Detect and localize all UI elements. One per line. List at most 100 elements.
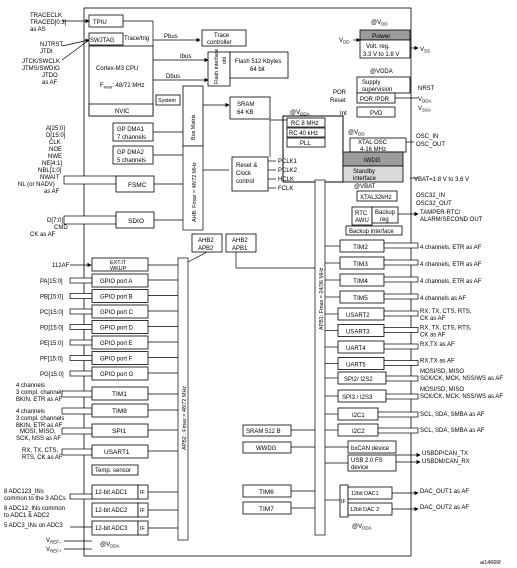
- usart-signal: CK as AF: [420, 316, 446, 322]
- gpio-port-block: [91, 320, 149, 334]
- gpio-port-label: GPIO port D: [100, 326, 134, 332]
- bxcan-label: bxCAN device: [351, 446, 390, 452]
- spi-signal: SCK/CK, MCK, NSS/WS as AF: [420, 376, 503, 382]
- apb1-fmax-label: APB1: Fmax = 24/36 MHz: [319, 267, 325, 330]
- gpio-pin-label: PB[15:0]: [40, 295, 63, 301]
- tim7-label: TIM7: [259, 506, 274, 513]
- timer-signal: 4 channels, ETR as AF: [420, 262, 482, 268]
- ahb-bus: [182, 145, 204, 231]
- jtck-pin: JTCK/SWCLK: [22, 59, 60, 65]
- trace-ctrl-label-2: controller: [207, 40, 232, 46]
- gpio-bus-arrow: [69, 355, 93, 361]
- usart-bus-arrow: [383, 343, 419, 350]
- tim8-label: TIM8: [112, 408, 127, 415]
- gpio-pin-label: PG[15:0]: [40, 372, 64, 378]
- swjtag-block: [88, 32, 124, 46]
- usb-label-1: USB 2.0 FS: [351, 458, 383, 464]
- usart1-block: [91, 444, 149, 459]
- vdd-pin: VDD: [339, 38, 350, 45]
- tpiu-label: TPIU: [93, 20, 107, 26]
- gpio-bus-arrow: [69, 370, 93, 377]
- adc3-if-label: IF: [140, 526, 145, 532]
- tim8-signal: 4 channels: [16, 409, 45, 415]
- wwdg-block: [242, 441, 292, 454]
- backup-reg-label-1: Backup: [375, 210, 396, 216]
- tim1-block: [91, 386, 149, 401]
- ahb2apb2-label-2: APB2: [198, 246, 214, 252]
- gp-dma2-label: GP DMA2: [117, 150, 145, 156]
- fsmc-pin: NOE: [49, 147, 62, 153]
- adc2-if-label: IF: [140, 508, 145, 514]
- pvd-block: [356, 106, 396, 118]
- gpio-port-label: GPIO port E: [100, 341, 133, 347]
- temp-sensor-label: Temp. sensor: [95, 468, 131, 474]
- sram-64kb-block: [229, 96, 271, 120]
- adc-signal: 8 ADC123_INs: [4, 489, 44, 495]
- usb-signal: USBDM/CAN_RX: [422, 459, 470, 465]
- pll-block: [286, 137, 326, 148]
- apb2-bus: [177, 257, 189, 541]
- spi1-signal: MOSI, MISO,: [20, 429, 56, 435]
- gp-dma2-channels: 5 channels: [117, 158, 146, 164]
- sdio-bus-arrow: [63, 215, 117, 225]
- adc-pins: 8 ADC123_INs common to the 3 ADCs 8 ADC1…: [4, 489, 66, 529]
- gp-dma1-label: GP DMA1: [117, 127, 145, 133]
- sdio-pin: CMD: [54, 225, 68, 231]
- xtal-osc-freq: 4-16 MHz: [360, 147, 386, 153]
- tim8-bus-arrow: [61, 407, 93, 415]
- jtms-pin: JTMS/SWDIO: [22, 66, 60, 72]
- dbus-label: Dbus: [166, 74, 180, 80]
- gpio-port-block: [91, 351, 149, 365]
- rtc-label: RTC: [355, 211, 368, 217]
- tim1-label: TIM1: [112, 391, 127, 398]
- pclk1-label: PCLK1: [278, 159, 298, 165]
- power-label: Power: [372, 33, 391, 40]
- dac-if-label: IF: [341, 499, 346, 505]
- system-bus-block: [155, 94, 181, 106]
- rc8-label: RC 8 MHz: [291, 121, 319, 127]
- usart-signal: CK as AF: [420, 333, 446, 339]
- osc32-out-pin: OSC32_OUT: [416, 201, 452, 207]
- usart-label: USART2: [346, 313, 370, 319]
- spi3-bus-arrow: [385, 393, 419, 400]
- njtrst-pin: NJTRST: [40, 42, 63, 48]
- fsmc-bus-arrow: [63, 175, 117, 185]
- backup-interface-block: [345, 225, 403, 236]
- spi1-label: SPI1: [112, 428, 126, 435]
- gpio-port-label: GPIO port G: [100, 372, 134, 378]
- vdda-dac-label: @VDDA: [352, 524, 372, 531]
- usart-signal: RX,TX as AF: [420, 342, 455, 348]
- gpio-ports: PA[15:0]GPIO port APB[15:0]GPIO port BPC…: [40, 273, 178, 381]
- fsmc-pin: CLK: [49, 140, 61, 146]
- sram64-label: SRAM: [237, 102, 254, 108]
- spi1-block: [91, 423, 149, 438]
- traced-pin: TRACED[0:3]: [30, 20, 67, 26]
- usart-label: USART3: [346, 330, 370, 336]
- tim8-signal: BKIN, ETR as AF: [16, 423, 63, 429]
- gpio-bus-arrow: [69, 293, 93, 299]
- gpio-port-label: GPIO port A: [100, 279, 132, 285]
- sdio-pin: D[7:0]: [47, 218, 63, 224]
- sram-512b-block: [242, 424, 292, 437]
- osc32-in-pin: OSC32_IN: [416, 193, 445, 199]
- trace-controller-block: [201, 29, 247, 47]
- dac1-label: 12bit DAC1: [351, 491, 379, 497]
- spi1-signal: SCK, NSS as AF: [16, 436, 61, 442]
- gpio-port-label: GPIO port C: [100, 310, 134, 316]
- awu-label: AWU: [355, 218, 369, 224]
- rcc-label-1: Reset &: [236, 163, 257, 169]
- gpio-bus-arrow: [69, 277, 93, 284]
- usart1-label: USART1: [104, 449, 130, 456]
- tim8-block: [91, 403, 149, 418]
- trace-ctrl-label-1: Trace: [214, 33, 230, 39]
- dac-if-block: [339, 484, 349, 518]
- usart1-signal: RTS, CK as AF: [22, 455, 63, 461]
- timer-bus-arrow: [383, 293, 419, 300]
- usart-bus-arrow: [383, 360, 419, 366]
- gpio-port-block: [91, 366, 149, 381]
- gpio-pin-label: PD[15:0]: [40, 326, 64, 332]
- vssa-pin: VSSA: [418, 106, 431, 113]
- tim8-pins: 4 channels 3 compl. channels BKIN, ETR a…: [16, 409, 64, 429]
- standby-interface-block: [342, 165, 404, 183]
